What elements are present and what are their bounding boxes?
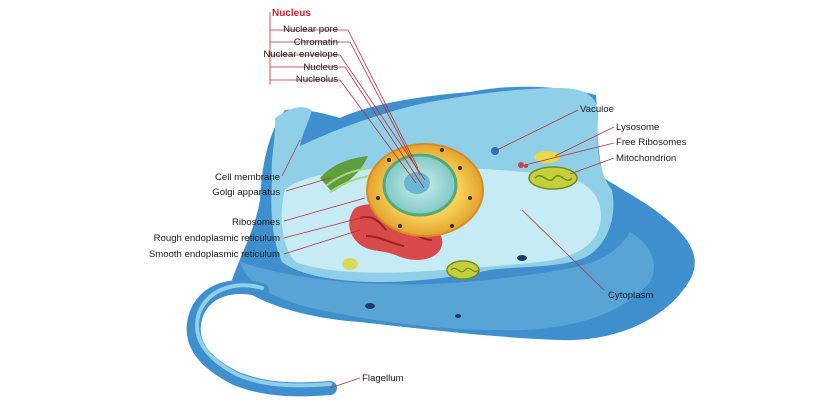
vesicle [534,151,560,163]
cytoplasm-label: Cytoplasm [608,290,653,301]
free-ribosomes-label: Free Ribosomes [616,137,687,148]
cell-front-lip [240,232,654,331]
free-ribosome [518,162,524,168]
nucleolus-label: Nucleolus [296,74,338,85]
nuclear-pore-label: Nuclear pore [283,24,338,35]
nucleolus-shape [404,172,430,194]
lysosome-organelle [342,258,358,270]
golgi-apparatus-label: Golgi apparatus [212,187,280,198]
membrane-spot [455,314,461,318]
ribosomes-label: Ribosomes [232,217,280,228]
mitochondrion-organelle [446,260,480,280]
leader-lines [269,12,615,389]
cell-body [232,86,695,341]
rough-er-label: Rough endoplasmic reticulum [154,233,280,244]
flagellum-label: Flagellum [362,373,404,384]
vacuole-label: Vaculoe [580,104,614,115]
nucleus-label: Nucleus [303,62,338,73]
nucleus-title-label: Nucleus [272,8,311,19]
flagellum-highlight [194,283,332,388]
mitochondrion-organelle [528,166,578,190]
cell-membrane-label: Cell membrane [215,172,280,183]
vacuole-organelle [491,147,499,155]
nuclear-envelope-label: Nuclear envelope [263,49,338,60]
membrane-spot [365,303,375,309]
lysosome-label: Lysosome [616,122,659,133]
nucleus-organelle [366,143,484,237]
golgi-organelle [320,156,371,193]
membrane-spot [517,255,527,261]
mitochondrion-label: Mitochondrion [616,153,676,164]
smooth-er-label: Smooth endoplasmic reticulum [149,249,280,260]
chromatin-label: Chromatin [294,37,338,48]
